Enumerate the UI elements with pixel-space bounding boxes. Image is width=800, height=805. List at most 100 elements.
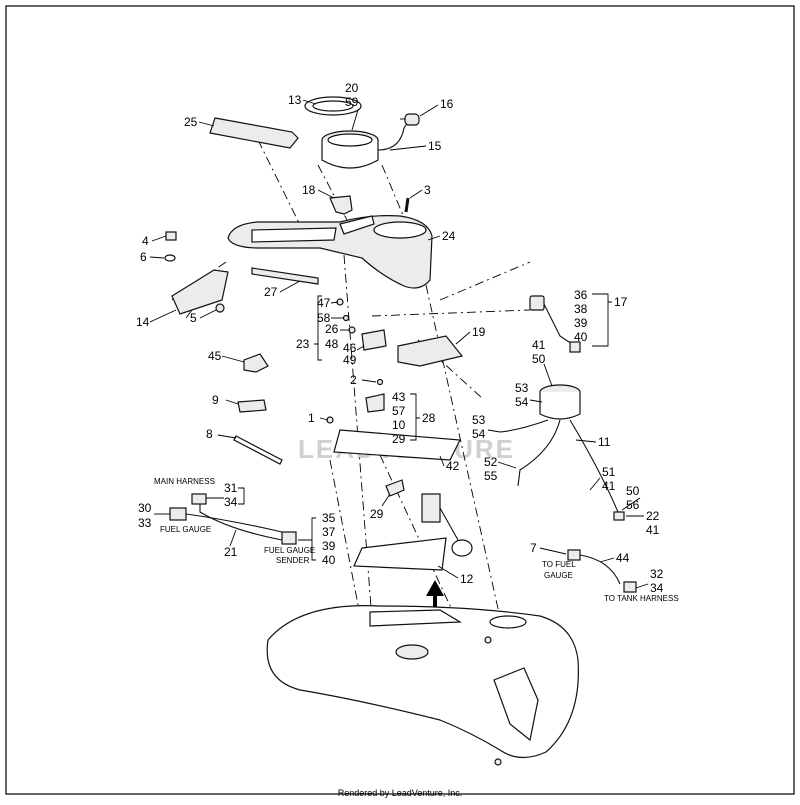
callout-54: 54 (515, 395, 529, 409)
part-bracket (171, 269, 229, 315)
part-trim-strip (209, 117, 299, 149)
note-to-tank-harness: TO TANK HARNESS (604, 594, 679, 603)
note-fuel-gauge-sender-1: FUEL GAUGE (264, 546, 315, 555)
leader-lines (149, 99, 649, 589)
callout-11: 11 (598, 435, 611, 449)
part-gasket (353, 537, 447, 571)
callout-29: 29 (392, 432, 406, 446)
callout-22: 22 (646, 509, 660, 523)
callout-39b: 39 (322, 539, 336, 553)
callout-12: 12 (460, 572, 474, 586)
callout-57: 57 (392, 404, 406, 418)
part-pad (237, 399, 267, 413)
callout-37: 37 (322, 525, 336, 539)
callout-labels: 13 20 59 16 25 15 18 3 24 4 6 27 14 5 47… (136, 81, 664, 595)
callout-51: 51 (602, 465, 616, 479)
callout-27: 27 (264, 285, 278, 299)
part-fuel-tank (266, 605, 579, 766)
callout-5: 5 (190, 311, 197, 325)
callout-43: 43 (392, 390, 406, 404)
callout-40: 40 (574, 330, 588, 344)
callout-45: 45 (208, 349, 222, 363)
footer-credit: Rendered by LeadVenture, Inc. (338, 788, 463, 798)
note-fuel-gauge: FUEL GAUGE (160, 525, 211, 534)
callout-58: 58 (317, 311, 331, 325)
callout-50: 50 (532, 352, 546, 366)
part-fuel-pump-module (499, 384, 619, 513)
callout-52: 52 (484, 455, 498, 469)
part-connector-upper (529, 295, 581, 353)
callout-50b: 50 (626, 484, 640, 498)
part-switch (361, 329, 387, 351)
callout-21: 21 (224, 545, 238, 559)
callout-10: 10 (392, 418, 406, 432)
callout-14: 14 (136, 315, 150, 329)
callout-6: 6 (140, 250, 147, 264)
part-console-strip (251, 267, 319, 285)
callout-53: 53 (515, 381, 529, 395)
callout-40b: 40 (322, 553, 336, 567)
callout-42: 42 (446, 459, 460, 473)
callout-47: 47 (317, 296, 331, 310)
callout-20: 20 (345, 81, 359, 95)
callout-8: 8 (206, 427, 213, 441)
callout-44: 44 (616, 551, 630, 565)
part-console (227, 215, 433, 289)
part-bracket-screw (215, 303, 225, 313)
callout-55: 55 (484, 469, 498, 483)
callout-18: 18 (302, 183, 316, 197)
callout-34: 34 (224, 495, 238, 509)
part-cable-tie (233, 435, 283, 465)
callout-32: 32 (650, 567, 664, 581)
callout-13: 13 (288, 93, 302, 107)
part-sender-switch (365, 393, 385, 413)
callout-41c: 41 (646, 523, 660, 537)
part-fuel-gauge (321, 121, 409, 169)
callout-16: 16 (440, 97, 454, 111)
callout-59: 59 (345, 95, 359, 109)
callout-28: 28 (422, 411, 436, 425)
part-bolt (165, 231, 177, 241)
callout-9: 9 (212, 393, 219, 407)
assembly-lines (171, 139, 531, 641)
harness-notes: MAIN HARNESS FUEL GAUGE FUEL GAUGE SENDE… (154, 477, 679, 603)
callout-38: 38 (574, 302, 588, 316)
part-gasket-plate (333, 429, 461, 461)
callout-39: 39 (574, 316, 588, 330)
part-screw (404, 197, 410, 213)
part-knob (400, 113, 420, 126)
callout-23: 23 (296, 337, 310, 351)
note-to-fuel-1: TO FUEL (542, 560, 576, 569)
callout-48: 48 (325, 337, 339, 351)
callout-2: 2 (350, 373, 357, 387)
callout-25: 25 (184, 115, 198, 129)
callout-7: 7 (530, 541, 537, 555)
callout-29b: 29 (370, 507, 384, 521)
callout-41b: 41 (602, 479, 616, 493)
part-clip (329, 195, 353, 215)
callout-54b: 54 (472, 427, 486, 441)
part-fuel-level-sender (421, 493, 473, 557)
part-washer (164, 254, 176, 262)
callout-56: 56 (626, 498, 640, 512)
callout-41: 41 (532, 338, 546, 352)
diagram-border (5, 5, 795, 795)
callout-1: 1 (308, 411, 315, 425)
callout-26: 26 (325, 322, 339, 336)
callout-34b: 34 (650, 581, 664, 595)
note-main-harness: MAIN HARNESS (154, 477, 215, 486)
callout-31: 31 (224, 481, 238, 495)
part-block (243, 353, 269, 373)
callout-24: 24 (442, 229, 456, 243)
callout-53b: 53 (472, 413, 486, 427)
callout-15: 15 (428, 139, 442, 153)
callout-36: 36 (574, 288, 588, 302)
note-to-fuel-2: GAUGE (544, 571, 573, 580)
callout-30: 30 (138, 501, 152, 515)
part-tank-harness (567, 549, 637, 593)
callout-33: 33 (138, 516, 152, 530)
callout-49: 49 (343, 353, 357, 367)
callout-19: 19 (472, 325, 486, 339)
